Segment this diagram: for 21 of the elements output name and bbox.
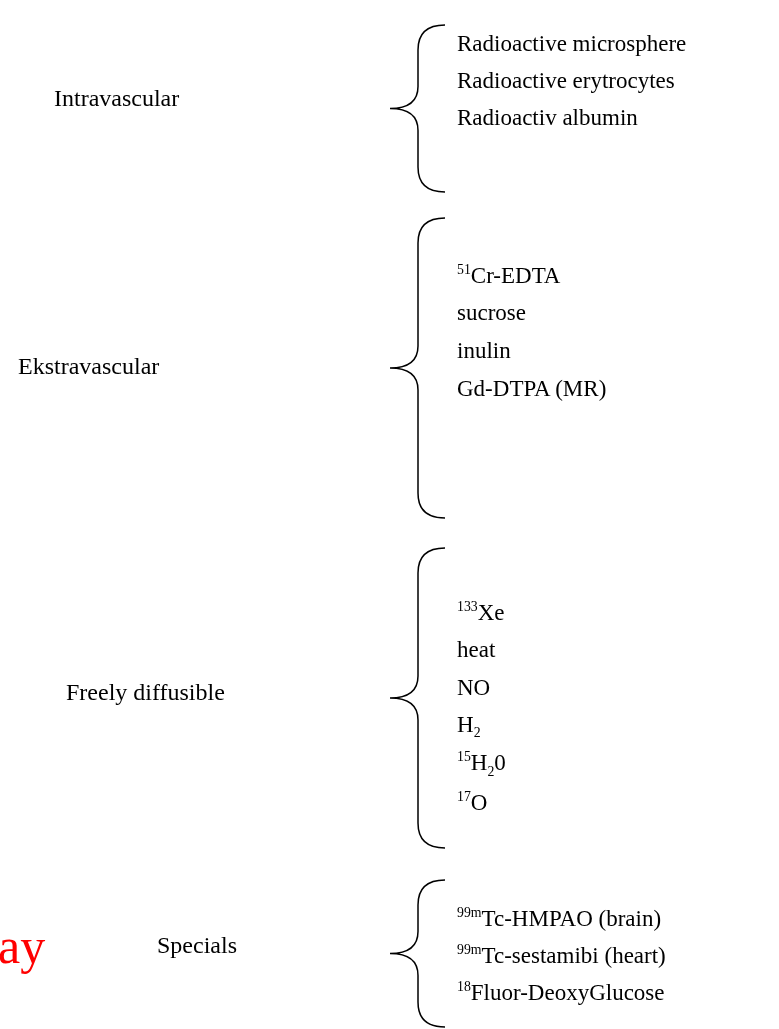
list-item: Radioactive erytrocytes bbox=[457, 68, 675, 94]
list-item: sucrose bbox=[457, 300, 526, 326]
list-item: heat bbox=[457, 637, 496, 663]
list-item: inulin bbox=[457, 338, 511, 364]
list-item: $^{18}$Fluor-DeoxyGlucose bbox=[457, 979, 665, 1005]
list-item: Gd-DTPA (MR) bbox=[457, 376, 607, 402]
list-item: Radioactiv albumin bbox=[457, 105, 638, 131]
group-heading: Intravascular bbox=[54, 84, 180, 112]
list-item: $^{17}$O bbox=[457, 789, 488, 815]
list-item: $^{99m}$Tc-HMPAO (brain) bbox=[457, 905, 662, 931]
cut-off-title: ay bbox=[0, 918, 46, 974]
list-item: $^{133}$Xe bbox=[457, 599, 505, 625]
list-item: Radioactive microsphere bbox=[457, 31, 687, 57]
group-heading: Specials bbox=[157, 931, 237, 959]
list-item: $^{99m}$Tc-sestamibi (heart) bbox=[457, 942, 666, 968]
list-item: $^{15}$H$_{2}$0 bbox=[457, 749, 506, 779]
group-heading: Freely diffusible bbox=[66, 678, 225, 706]
list-item: NO bbox=[457, 675, 491, 701]
list-item: $^{51}$Cr-EDTA bbox=[457, 262, 561, 288]
list-item: H$_{2}$ bbox=[457, 711, 481, 741]
group-heading: Ekstravascular bbox=[18, 352, 160, 380]
